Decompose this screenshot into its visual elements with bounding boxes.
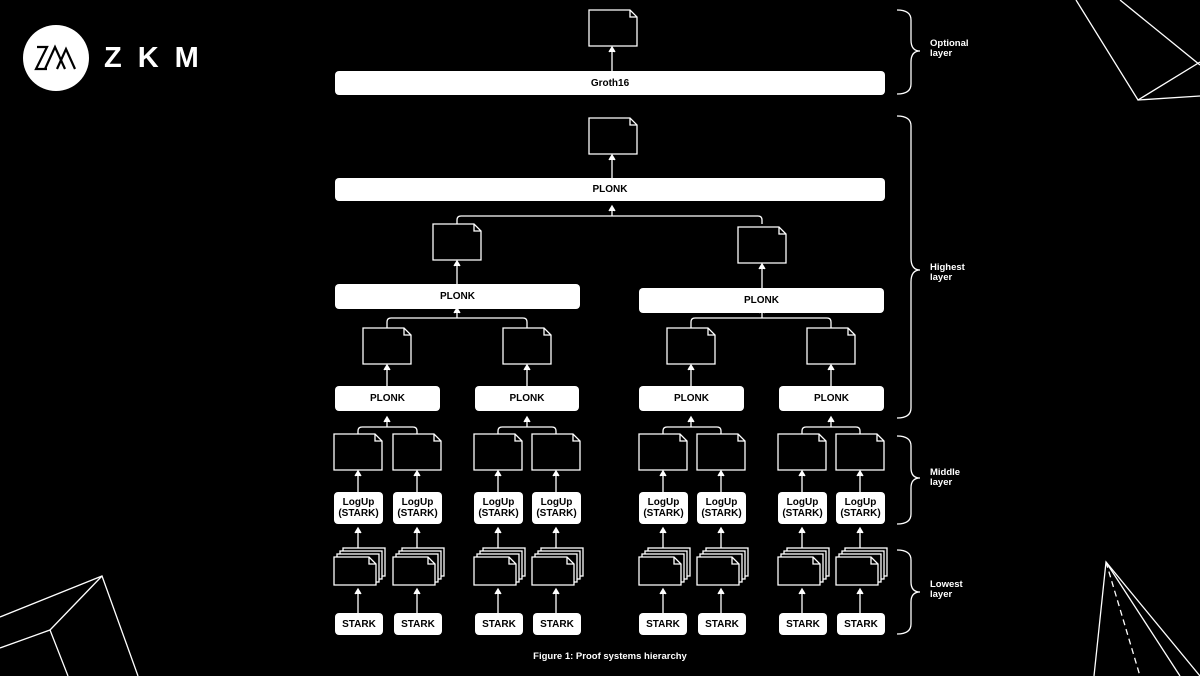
plonk-proof-icon [588, 117, 638, 155]
layer-label-lowest: Lowest layer [930, 579, 963, 600]
stacked-documents-icon [473, 556, 517, 586]
stacked-documents-icon [835, 556, 879, 586]
document-icon [432, 223, 482, 261]
logup-box-5: LogUp (STARK) [639, 492, 688, 524]
stacked-documents-icon [392, 556, 436, 586]
stacked-documents-icon [638, 556, 682, 586]
plonk-box-1: PLONK [335, 386, 440, 411]
plonk-box-2: PLONK [475, 386, 579, 411]
document-icon [473, 433, 523, 471]
document-icon [392, 433, 442, 471]
stark-box-6: STARK [698, 613, 746, 635]
logup-box-6: LogUp (STARK) [697, 492, 746, 524]
layer-label-optional: Optional layer [930, 38, 969, 59]
document-icon [666, 327, 716, 365]
branch-connector [386, 317, 528, 328]
document-icon [777, 433, 827, 471]
stark-box-8: STARK [837, 613, 885, 635]
stacked-documents-icon [696, 556, 740, 586]
plonk-box-3: PLONK [639, 386, 744, 411]
plonk-box-4: PLONK [779, 386, 884, 411]
document-icon [696, 433, 746, 471]
stacked-documents-icon [777, 556, 821, 586]
document-icon [502, 327, 552, 365]
stark-box-1: STARK [335, 613, 383, 635]
figure-caption: Figure 1: Proof systems hierarchy [533, 651, 687, 662]
document-icon [835, 433, 885, 471]
branch-connector [801, 426, 861, 434]
stark-box-3: STARK [475, 613, 523, 635]
zkm-logo-icon [23, 25, 89, 91]
branch-connector [456, 215, 763, 224]
logup-box-7: LogUp (STARK) [778, 492, 827, 524]
branch-connector [357, 426, 418, 434]
stark-box-5: STARK [639, 613, 687, 635]
plonk-left-box: PLONK [335, 284, 580, 309]
logup-box-3: LogUp (STARK) [474, 492, 523, 524]
branch-connector [662, 426, 722, 434]
logup-box-1: LogUp (STARK) [334, 492, 383, 524]
document-icon [638, 433, 688, 471]
stark-box-7: STARK [779, 613, 827, 635]
plonk-right-box: PLONK [639, 288, 884, 313]
branch-connector [690, 317, 832, 328]
branch-connector [497, 426, 557, 434]
groth16-box: Groth16 [335, 71, 885, 95]
document-icon [362, 327, 412, 365]
document-icon [333, 433, 383, 471]
document-icon [531, 433, 581, 471]
stacked-documents-icon [531, 556, 575, 586]
plonk-top-box: PLONK [335, 178, 885, 201]
stark-box-2: STARK [394, 613, 442, 635]
layer-label-highest: Highest layer [930, 262, 965, 283]
stacked-documents-icon [333, 556, 377, 586]
brand-name: ZKM [104, 42, 215, 74]
document-icon [737, 226, 787, 264]
output-proof-icon [588, 9, 638, 47]
logup-box-2: LogUp (STARK) [393, 492, 442, 524]
layer-label-middle: Middle layer [930, 467, 961, 488]
document-icon [806, 327, 856, 365]
logup-box-8: LogUp (STARK) [836, 492, 885, 524]
stark-box-4: STARK [533, 613, 581, 635]
logup-box-4: LogUp (STARK) [532, 492, 581, 524]
